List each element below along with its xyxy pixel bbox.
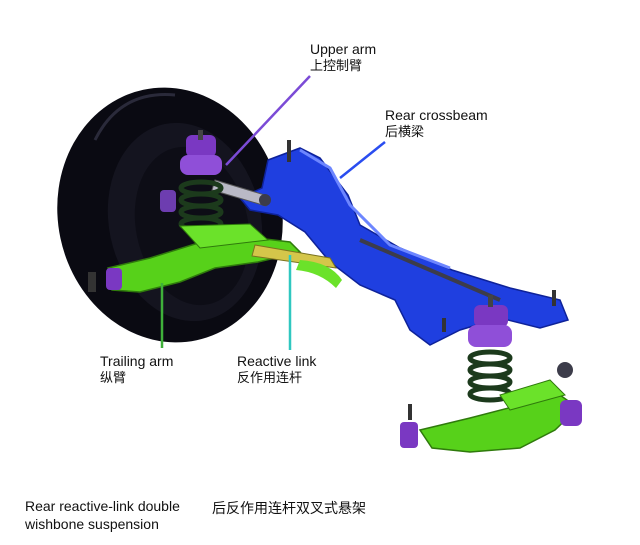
leader-lines [160,75,386,350]
trailing-arm-label: Trailing arm 纵臂 [100,352,173,388]
upper-arm-label-zh: 上控制臂 [310,59,363,74]
reactive-link-label: Reactive link 反作用连杆 [237,352,316,388]
caption-en: Rear reactive-link double wishbone suspe… [25,497,180,533]
right-strut [467,295,513,403]
caption-en-line1: Rear reactive-link double [25,498,180,514]
reactive-link-label-zh: 反作用连杆 [237,371,303,386]
right-lower-arm [400,362,582,453]
trailing-arm-label-en: Trailing arm [100,353,174,369]
rear-crossbeam-label-en: Rear crossbeam [385,107,488,123]
rear-crossbeam-label-zh: 后横梁 [385,125,425,140]
left-strut [160,130,224,233]
upper-arm-label-en: Upper arm [310,41,377,57]
trailing-arm-label-zh: 纵臂 [100,371,127,386]
upper-arm [211,179,271,207]
tire [57,87,283,343]
reactive-link-label-en: Reactive link [237,353,317,369]
reactive-link [251,244,342,288]
rear-crossbeam-label: Rear crossbeam 后横梁 [385,106,488,142]
crossbeam-leader [339,141,386,179]
caption-en-line2: wishbone suspension [25,516,159,532]
upper-arm-label: Upper arm 上控制臂 [310,40,376,76]
caption-zh: 后反作用连杆双叉式悬架 [212,501,366,517]
upper-arm-leader [225,75,311,166]
lateral-rod [359,238,501,302]
